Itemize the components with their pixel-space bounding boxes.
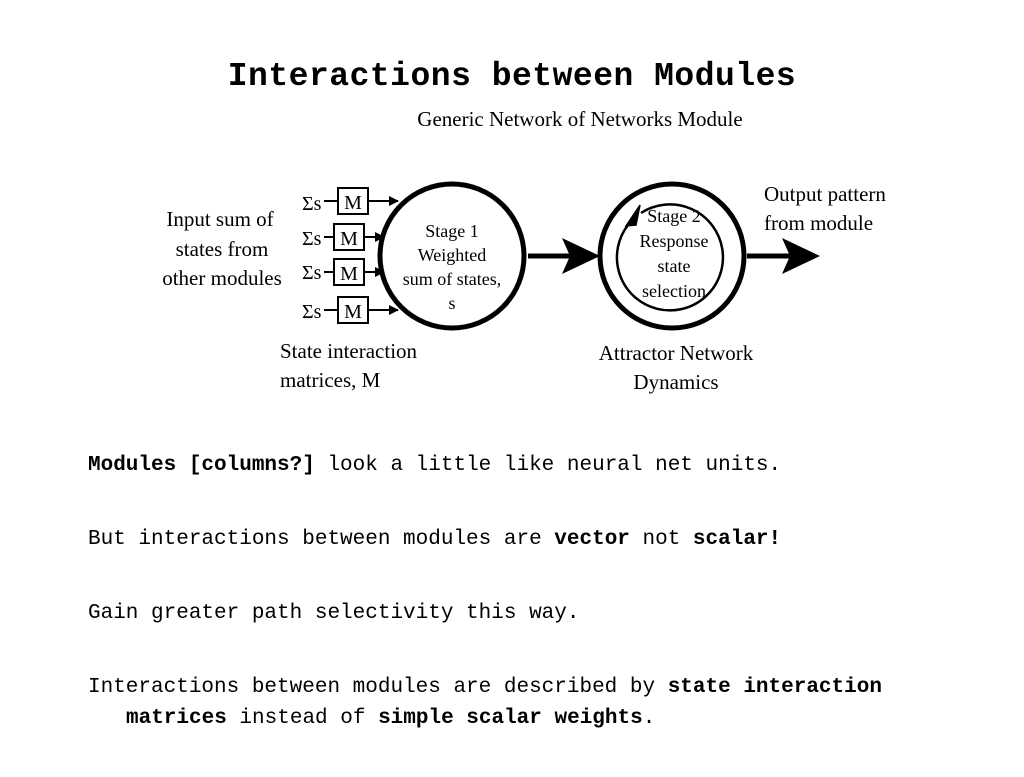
- bullet-selectivity: Gain greater path selectivity this way.: [88, 602, 580, 625]
- bullet-matrices-bold-weights: simple scalar weights: [378, 707, 643, 730]
- bullet-list: Modules [columns?] look a little like ne…: [88, 450, 988, 777]
- bullet-matrices: Interactions between modules are describ…: [88, 672, 988, 734]
- matrix-symbol: M: [344, 301, 362, 323]
- output-label-line2: from module: [764, 211, 873, 235]
- stage1-line4: s: [448, 293, 455, 313]
- diagram-heading: Generic Network of Networks Module: [417, 107, 742, 131]
- matrix-label-line2: matrices, M: [280, 368, 381, 392]
- network-module-diagram: Generic Network of Networks Module Input…: [162, 107, 886, 394]
- sum-symbol: Σs: [302, 301, 322, 323]
- cycle-arrowhead: [624, 204, 641, 227]
- attractor-label-line1: Attractor Network: [599, 341, 754, 365]
- stage2-line1: Stage 2: [647, 206, 701, 226]
- bullet-vector-text: But interactions between modules are: [88, 528, 555, 551]
- bullet-modules-bold: Modules [columns?]: [88, 454, 315, 477]
- bullet-matrices-bold-state: state interaction matrices: [126, 676, 882, 730]
- input-label-line2: states from: [176, 237, 269, 261]
- bullet-matrices-period: .: [642, 707, 656, 730]
- bullet-vector-bold-vector: vector: [554, 528, 630, 551]
- output-label-line1: Output pattern: [764, 182, 886, 206]
- stage2-line3: state: [658, 256, 691, 276]
- stage-connector-arrowhead: [562, 238, 600, 274]
- bullet-vector-bold-scalar: scalar!: [692, 528, 782, 551]
- input-row: Σs M: [302, 296, 399, 324]
- input-label-line3: other modules: [162, 266, 282, 290]
- bullet-vector: But interactions between modules are vec…: [88, 524, 988, 555]
- bullet-modules: Modules [columns?] look a little like ne…: [88, 450, 988, 481]
- sum-symbol: Σs: [302, 262, 322, 284]
- slide-title: Interactions between Modules: [227, 58, 797, 95]
- matrix-box: [337, 187, 369, 215]
- input-label-line1: Input sum of: [166, 207, 273, 231]
- stage1-line2: Weighted: [418, 245, 487, 265]
- bullet-matrices-text: Interactions between modules are describ…: [88, 676, 668, 699]
- matrix-symbol: M: [340, 263, 358, 285]
- output-arrowhead: [782, 238, 820, 274]
- stage1-line3: sum of states,: [403, 269, 502, 289]
- stage1-line1: Stage 1: [425, 221, 479, 241]
- cycle-arrow: [615, 203, 725, 312]
- attractor-label-line2: Dynamics: [633, 370, 718, 394]
- stage2-line4: selection: [642, 281, 706, 301]
- stage1-circle: [377, 181, 527, 331]
- sum-symbol: Σs: [302, 228, 322, 250]
- bullet-vector-text-not: not: [629, 528, 693, 551]
- bullet-modules-text: look a little like neural net units.: [314, 454, 782, 477]
- sum-symbol: Σs: [302, 193, 322, 215]
- stage2-line2: Response: [640, 231, 709, 251]
- matrix-symbol: M: [340, 228, 358, 250]
- matrix-label-line1: State interaction: [280, 339, 418, 363]
- input-row: Σs M: [302, 223, 385, 251]
- matrix-symbol: M: [344, 192, 362, 214]
- bullet-matrices-text-instead: instead of: [226, 707, 379, 730]
- input-row: Σs M: [302, 258, 385, 286]
- input-row: Σs M: [302, 187, 399, 215]
